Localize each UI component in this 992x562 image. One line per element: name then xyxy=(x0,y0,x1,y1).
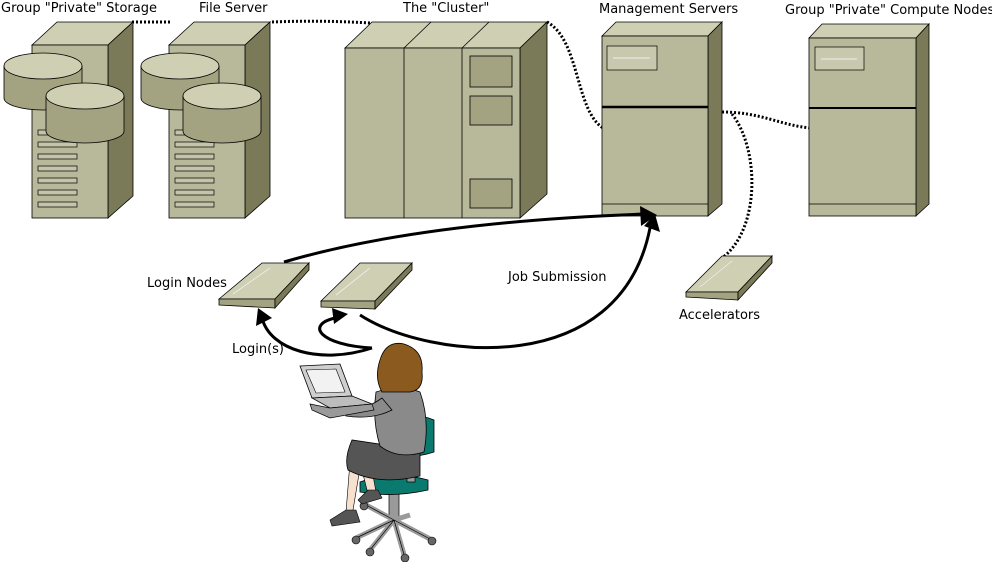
shoe-icon xyxy=(357,489,383,505)
arrow-login-to-management xyxy=(283,212,646,264)
hair-icon xyxy=(377,342,423,393)
arrow-job-submission xyxy=(359,227,652,350)
cable-fileserver-cluster xyxy=(271,19,371,25)
label-job-submission: Job Submission xyxy=(508,270,607,285)
login-node xyxy=(320,262,413,311)
label-compute-nodes: Group "Private" Compute Nodes xyxy=(785,3,992,18)
label-cluster: The "Cluster" xyxy=(403,1,490,16)
label-storage: Group "Private" Storage xyxy=(1,1,157,16)
arrowheads xyxy=(256,206,660,326)
cable-management-accelerators xyxy=(721,113,754,260)
file-server xyxy=(140,21,272,219)
arrowhead-icon xyxy=(640,206,657,226)
arrowhead-icon xyxy=(332,308,348,324)
cable-management-compute xyxy=(721,110,811,130)
user-at-laptop xyxy=(299,342,437,562)
network-cables xyxy=(132,19,811,260)
storage-server xyxy=(3,21,135,219)
cable-cluster-management xyxy=(546,20,604,130)
login-node xyxy=(217,261,310,310)
cluster-racks xyxy=(344,21,548,219)
label-management-servers: Management Servers xyxy=(599,2,739,17)
arrowhead-icon xyxy=(644,214,660,232)
disk-icon xyxy=(45,82,125,144)
label-logins: Login(s) xyxy=(232,342,284,357)
disk-icon xyxy=(182,82,262,144)
accelerator-node xyxy=(685,254,773,302)
label-accelerators: Accelerators xyxy=(679,308,761,323)
management-server xyxy=(601,21,723,217)
arrows xyxy=(260,212,652,357)
arrow-login-user-1 xyxy=(260,317,373,357)
laptop-icon xyxy=(299,363,375,419)
arrowhead-icon xyxy=(256,308,272,326)
label-file-server: File Server xyxy=(199,1,268,16)
shoe-icon xyxy=(329,509,361,527)
compute-node xyxy=(808,22,930,217)
label-login-nodes: Login Nodes xyxy=(147,276,227,291)
arrow-login-user-2 xyxy=(318,316,373,350)
